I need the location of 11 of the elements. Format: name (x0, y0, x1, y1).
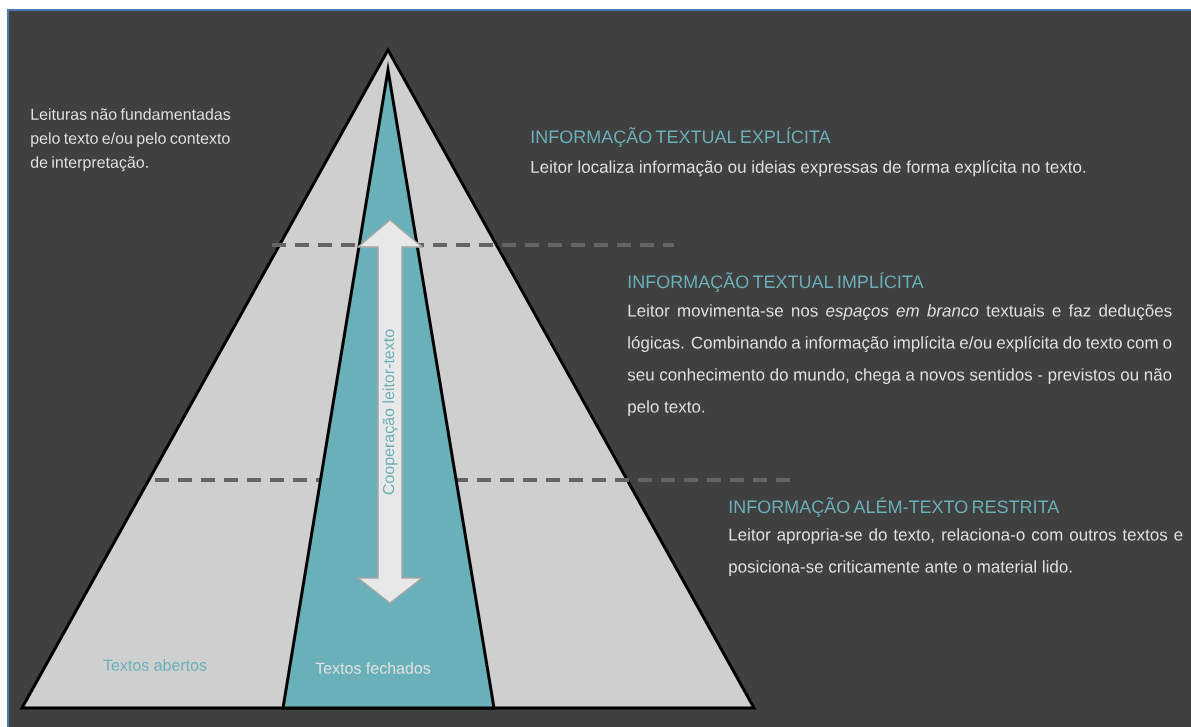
shape-label: Textos abertos (103, 659, 207, 671)
note-text: Leituras não fundamentadas pelo texto e/ou pelo contexto de interpretação. (30, 108, 231, 172)
description-text: Leitor movimenta-se nos espaços em branco textuais e faz deduções lógicas. Combinando a informação implícita e/ou explícita do texto com o seu conhecimento do mundo, chega a novos sentidos - previstos ou não pelo texto. (627, 304, 1172, 417)
shape-label: Cooperação leitor-texto (382, 329, 398, 495)
section-heading: INFORMAÇÃO TEXTUAL EXPLÍCITA (531, 127, 831, 147)
double-arrow (355, 219, 425, 604)
description-text: Leitor apropria-se do texto, relaciona-o com outros textos e posiciona-se criticamente ante o material lido. (729, 528, 1183, 577)
description-text: Leitor localiza informação ou ideias expressas de forma explícita no texto. (531, 160, 1086, 177)
section-heading: INFORMAÇÃO TEXTUAL IMPLÍCITA (628, 272, 924, 292)
section-heading: INFORMAÇÃO ALÉM-TEXTO RESTRITA (729, 497, 1060, 517)
shape-label: Textos fechados (315, 662, 431, 674)
